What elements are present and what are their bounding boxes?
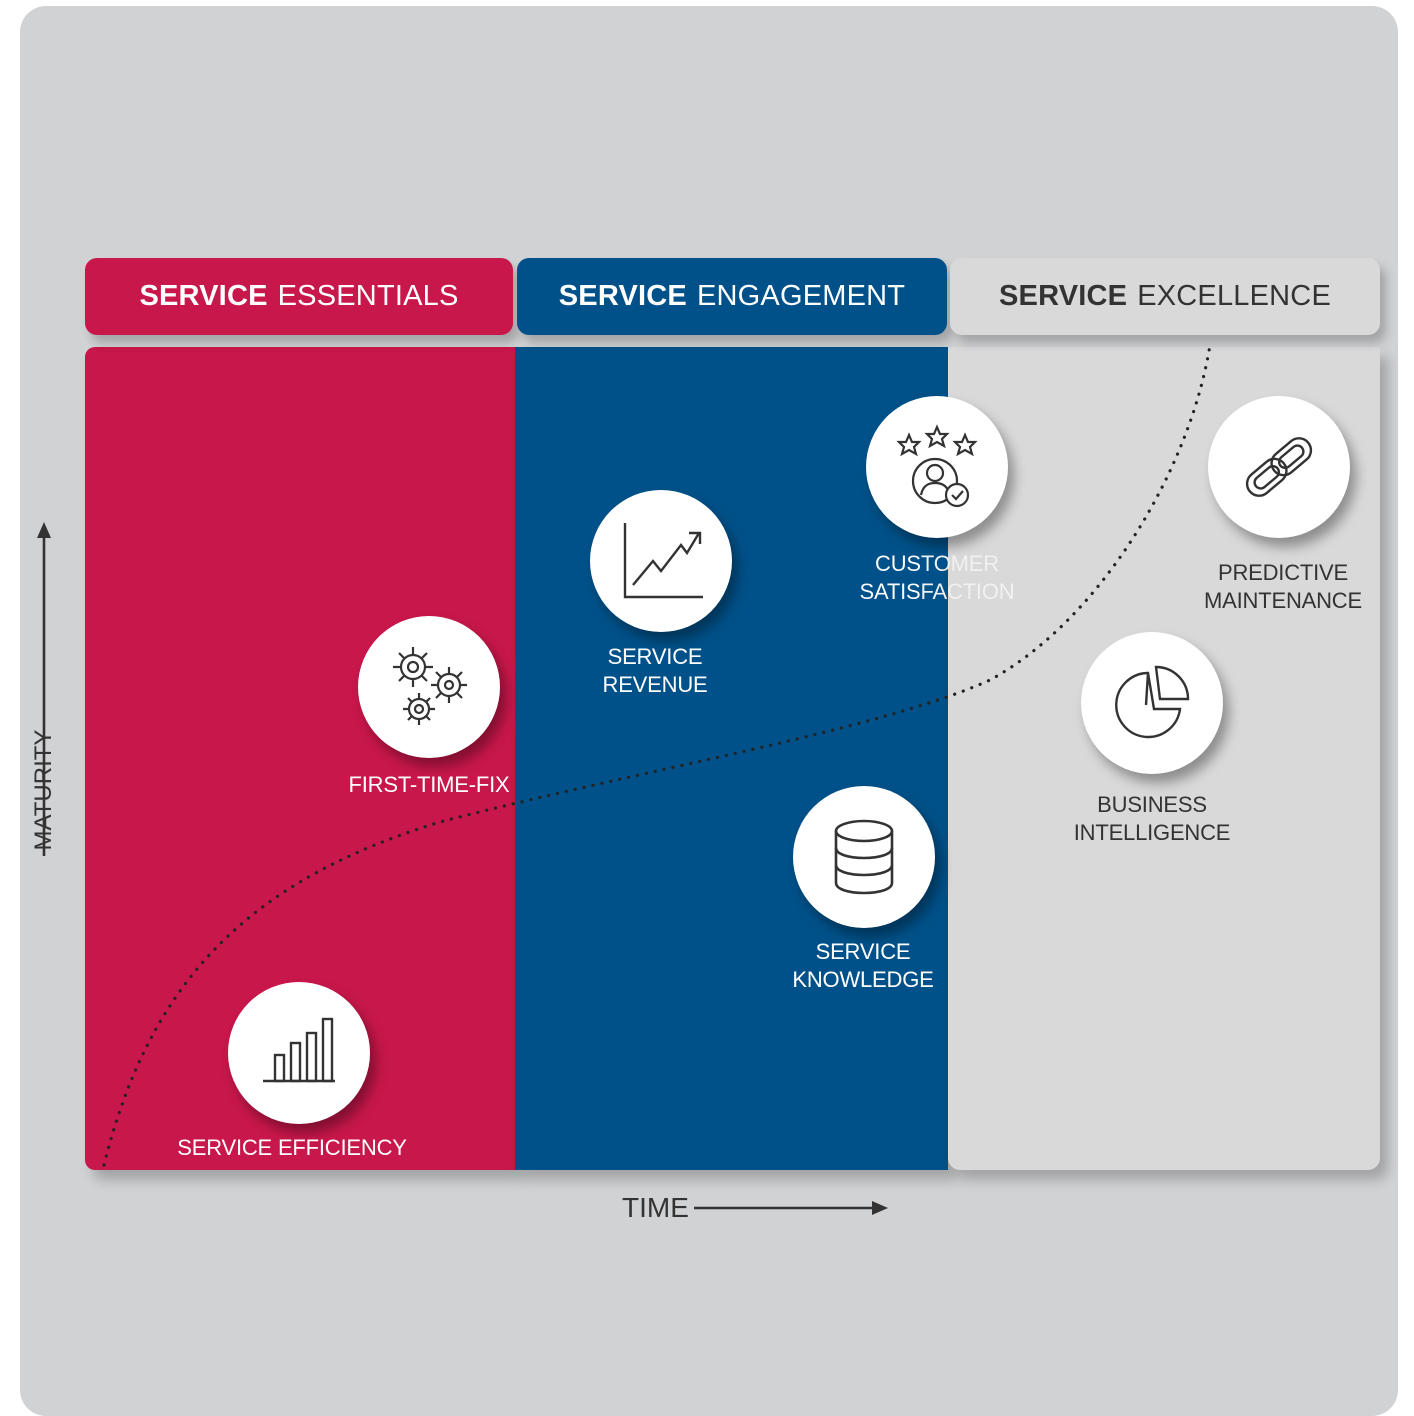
- database-icon: [793, 786, 935, 928]
- maturity-arrow-icon: [37, 522, 51, 856]
- gears-icon: [358, 616, 500, 758]
- time-arrow-icon: [694, 1201, 888, 1215]
- bar-chart-icon: [228, 982, 370, 1124]
- stage-header-bold: SERVICE: [558, 280, 687, 312]
- chain-link-icon: [1208, 396, 1350, 538]
- stage-header-excellence: SERVICE EXCELLENCE: [950, 258, 1380, 335]
- node-label-service-revenue: SERVICE REVENUE: [602, 644, 708, 697]
- node-label-service-efficiency: SERVICE EFFICIENCY: [177, 1135, 407, 1160]
- node-label-business-intelligence: BUSINESS INTELLIGENCE: [1073, 792, 1231, 845]
- node-label-customer-satisfaction: CUSTOMER SATISFACTION: [840, 550, 1034, 606]
- stage-header-bold: SERVICE: [139, 280, 268, 312]
- stage-header-rest: ENGAGEMENT: [696, 280, 906, 312]
- trend-up-icon: [590, 490, 732, 632]
- node-label-first-time-fix: FIRST-TIME-FIX: [348, 772, 510, 797]
- node-label-service-knowledge: SERVICE KNOWLEDGE: [792, 939, 934, 992]
- rating-user-icon: [866, 396, 1008, 538]
- axis-label-time: TIME: [622, 1192, 689, 1223]
- node-label-predictive-maintenance: PREDICTIVE MAINTENANCE: [1204, 560, 1362, 613]
- pie-chart-icon: [1081, 632, 1223, 774]
- stage-header-bold: SERVICE: [998, 280, 1128, 312]
- stage-header-engagement: SERVICE ENGAGEMENT: [517, 258, 947, 335]
- stage-header-rest: ESSENTIALS: [277, 280, 459, 312]
- stage-header-essentials: SERVICE ESSENTIALS: [85, 258, 513, 335]
- stage-header-rest: EXCELLENCE: [1137, 280, 1331, 312]
- axis-label-maturity: MATURITY: [30, 729, 57, 851]
